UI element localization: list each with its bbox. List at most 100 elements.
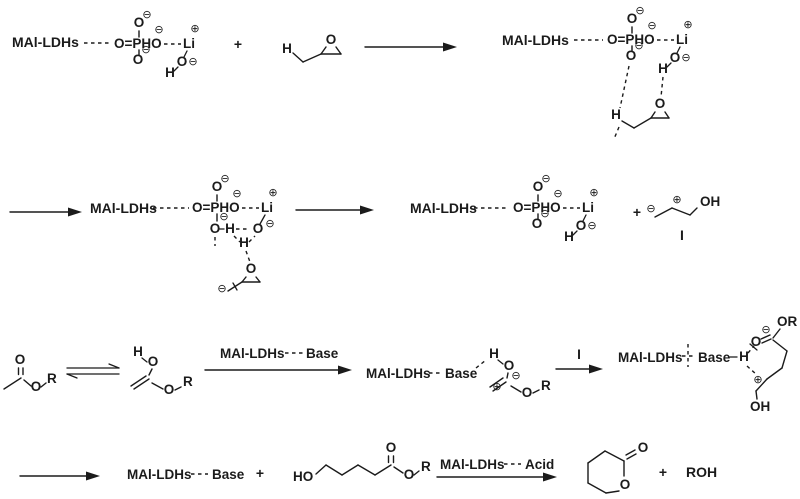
hbond-dashes [660, 76, 664, 98]
catalyst-label: MAl-LDHs [502, 32, 569, 48]
row2-catalyst-right: MAl-LDHs [410, 200, 508, 216]
acid-label: Acid [525, 457, 554, 472]
arrow-step3 [295, 205, 374, 215]
atom-oxygen: O [655, 96, 666, 111]
atom-oxygen: O [404, 467, 415, 482]
atom-oxygen: O [576, 218, 587, 233]
atom-oxygen: O [533, 179, 544, 194]
hbond-dashes [245, 250, 251, 263]
atom-oxygen: O [134, 15, 145, 30]
or-group: OR [777, 314, 798, 329]
base-label: Base [698, 350, 731, 365]
charge-plus: ⊕ [683, 18, 692, 31]
atom-oxygen: O [386, 440, 397, 455]
phosphate-head-label: O=PHO [114, 36, 162, 51]
atom-oxygen: O [627, 11, 638, 26]
row1-catalyst-right: MAl-LDHs [502, 32, 603, 48]
charge-minus: ⊖ [188, 55, 197, 68]
atom-lithium: Li [261, 200, 273, 215]
breaking-bond-dashes [613, 126, 620, 140]
charge-minus: ⊖ [587, 219, 596, 232]
forming-bond-dashes [248, 235, 256, 243]
hbond-dashes [475, 359, 487, 369]
charge-minus: ⊖ [217, 282, 226, 295]
valerolactone-product: O O [587, 440, 648, 494]
plus-sign: + [633, 204, 641, 220]
charge-minus: ⊖ [634, 39, 643, 52]
row4-catalyst-base: MAl-LDHs Base [127, 467, 245, 482]
atom-hydrogen: H [489, 346, 499, 361]
base-label: Base [212, 467, 245, 482]
atom-oxygen: O [148, 354, 159, 369]
arrow-step5: I [555, 347, 603, 374]
charge-minus: ⊖ [635, 4, 644, 17]
base-enol-complex: MAl-LDHs Base H O ⊖ ⊕ O R [366, 346, 551, 400]
charge-minus: ⊖ [141, 43, 150, 56]
charge-minus: ⊖ [219, 210, 228, 223]
arrow-step2 [9, 207, 82, 217]
plus-sign: + [234, 36, 242, 52]
atom-hydrogen: H [165, 65, 175, 80]
plus-sign: + [659, 464, 667, 480]
atom-oxygen: O [626, 48, 637, 63]
r-group: R [541, 378, 551, 393]
epoxide-reactant: H O [282, 32, 342, 63]
catalyst-label: MAl-LDHs [90, 200, 157, 216]
phosphate-lithium-complex-3: O=PHO O ⊖ O ⊖ ⊖ Li ⊕ O ⊖ H [513, 172, 599, 244]
atom-hydrogen: H [225, 221, 235, 236]
bond-tick [749, 343, 758, 351]
charge-minus: ⊖ [220, 172, 229, 185]
charge-plus: ⊕ [753, 373, 762, 386]
atom-oxygen: O [15, 352, 26, 367]
row2-catalyst-left: MAl-LDHs [90, 200, 189, 216]
r-group: R [421, 459, 431, 474]
catalyst-label: MAl-LDHs [12, 34, 79, 50]
charge-plus: ⊕ [268, 186, 277, 199]
charge-minus: ⊖ [647, 19, 656, 32]
atom-oxygen: O [670, 50, 681, 65]
charge-minus: ⊖ [265, 217, 274, 230]
base-label: Base [306, 346, 339, 361]
atom-lithium: Li [676, 32, 688, 47]
atom-oxygen: O [620, 477, 631, 492]
charge-minus: ⊖ [541, 172, 550, 185]
intermediate-I-product: ⊖ ⊕ OH I [646, 193, 720, 243]
atom-oxygen: O [532, 216, 543, 231]
atom-hydrogen: H [564, 229, 574, 244]
charge-minus: ⊖ [646, 202, 655, 215]
charge-plus: ⊕ [589, 186, 598, 199]
atom-lithium: Li [183, 36, 195, 51]
atom-hydrogen: H [739, 349, 749, 364]
atom-oxygen: O [210, 221, 221, 236]
atom-hydrogen: H [282, 41, 292, 56]
coordinated-epoxide: H O [611, 65, 670, 140]
atom-oxygen: O [751, 334, 762, 349]
catalyst-label: MAl-LDHs [410, 200, 477, 216]
atom-oxygen: O [31, 379, 42, 394]
charge-plus: ⊕ [190, 22, 199, 35]
charge-minus: ⊖ [681, 51, 690, 64]
atom-hydrogen: H [239, 235, 249, 250]
forming-bond-dashes [233, 235, 241, 243]
atom-oxygen: O [326, 32, 337, 47]
atom-oxygen: O [522, 385, 533, 400]
phosphate-transition-state: O=PHO O ⊖ ⊖ Li ⊕ ⊖ O H O ⊖ H O ⊖ [192, 172, 278, 295]
charge-minus: ⊖ [761, 323, 770, 336]
catalyst-label: MAl-LDHs [440, 457, 505, 472]
forming-bond-dashes [619, 65, 630, 109]
hydroxyl-group: OH [750, 399, 770, 414]
atom-oxygen: O [504, 358, 515, 373]
phosphate-head-label: O=PHO [607, 32, 655, 47]
enol-form: H O O R [130, 344, 193, 397]
charge-minus: ⊖ [540, 207, 549, 220]
arrow-step1 [364, 42, 457, 52]
charge-plus: ⊕ [672, 193, 681, 206]
catalyst-label: MAl-LDHs [220, 346, 285, 361]
arrow-step4: MAl-LDHs Base [204, 346, 352, 375]
r-group: R [183, 374, 193, 389]
atom-oxygen: O [133, 52, 144, 67]
atom-oxygen: O [212, 179, 223, 194]
arrow-step6 [19, 471, 100, 481]
